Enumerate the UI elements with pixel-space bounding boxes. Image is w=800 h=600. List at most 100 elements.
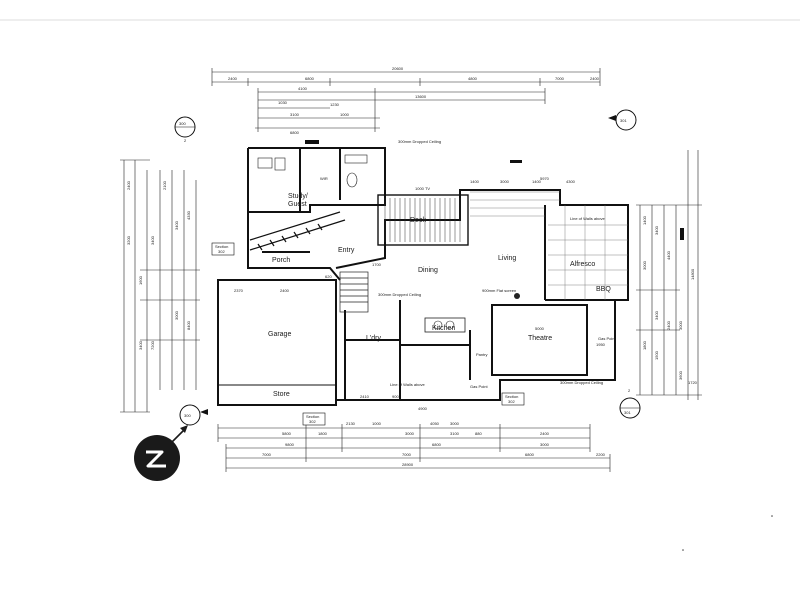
dim-left-g: 2100 — [162, 180, 167, 190]
dim-garage-label: 2370 — [234, 288, 244, 293]
kitchen-island — [424, 317, 466, 333]
note-tv: 1000 TV — [415, 186, 430, 191]
dim-right-a: 1400 — [642, 215, 647, 225]
dim-stair-620: 620 — [325, 274, 332, 279]
wardrobe-block — [305, 140, 319, 144]
dim-top-2d: 7000 — [555, 76, 565, 81]
dim-left-f: 7200 — [150, 340, 155, 350]
dim-right-d: 3400 — [654, 310, 659, 320]
dim-right-g: 3400 — [654, 225, 659, 235]
scan-speck — [682, 549, 684, 551]
note-flat-screen: 900mm Flat screen — [482, 288, 516, 293]
bathroom-fixtures — [257, 154, 368, 188]
section-tag-left: Section 302 — [211, 242, 235, 256]
note-theatre-dropped: 300mm Dropped Ceiling — [560, 380, 603, 385]
dim-1950: 1950 — [596, 342, 606, 347]
dim-right-k: 3600 — [678, 370, 683, 380]
room-entry: Entry — [338, 247, 355, 254]
marker-tl-sheet: 2 — [184, 138, 187, 143]
section-tag-right: Section 302 — [501, 392, 525, 406]
scan-speck — [771, 515, 773, 517]
marker-br-sheet: 2 — [628, 388, 631, 393]
dim-left-c: 1600 — [138, 275, 143, 285]
dim-right-f: 14800 — [690, 268, 695, 280]
dim-top-3a: 4100 — [298, 86, 308, 91]
dim-bottom-1f: 2400 — [540, 431, 550, 436]
room-wir: WIR — [320, 176, 328, 181]
room-store: Store — [273, 391, 290, 398]
dim-garage-gap: 2410 — [360, 394, 370, 399]
dim-garage-width: 2400 — [280, 288, 290, 293]
room-guest: Guest — [288, 201, 307, 208]
room-theatre: Theatre — [528, 335, 552, 342]
dim-top-2e: 2400 — [590, 76, 600, 81]
dim-bottom-2b: 1000 — [372, 421, 382, 426]
dim-top-5b: 1000 — [340, 112, 350, 117]
dim-stair-1700: 1700 — [372, 262, 382, 267]
dim-bottom-4b: 7000 — [402, 452, 412, 457]
note-line-walls-bottom: Line of Walls above — [390, 382, 426, 387]
dim-5970: 5970 — [540, 176, 550, 181]
dim-bottom-4c: 6800 — [525, 452, 535, 457]
dim-bottom-4a: 7000 — [262, 452, 272, 457]
section-marker-top-right: 301 — [608, 109, 637, 131]
left-dim-labels: 2400 3200 1600 3400 3400 7200 2100 3400 … — [126, 180, 191, 350]
dim-bottom-1c: 3000 — [405, 431, 415, 436]
dim-bottom-1b: 1800 — [318, 431, 328, 436]
section-left-label: Section — [215, 244, 228, 249]
note-dropped-top: 300mm Dropped Ceiling — [398, 139, 441, 144]
dim-1720: 1720 — [688, 380, 698, 385]
section-right-sheet: 302 — [508, 399, 515, 404]
dim-top-2a: 2400 — [228, 76, 238, 81]
dim-left-i: 4330 — [186, 210, 191, 220]
deck-hatch — [384, 198, 461, 242]
section-marker-top-left: 300 2 — [174, 116, 196, 143]
tv-icon — [514, 293, 520, 299]
dim-top-overall: 20600 — [392, 66, 404, 71]
room-kitchen: Kitchen — [432, 325, 455, 332]
section-tag-bottom: Section 302 — [302, 412, 326, 426]
paving-grid — [470, 191, 628, 300]
column-block — [680, 228, 684, 240]
dim-bottom-1d: 3100 — [450, 431, 460, 436]
note-dropped-dining: 300mm Dropped Ceiling — [378, 292, 421, 297]
dim-top-4a: 1030 — [278, 100, 288, 105]
dim-right-c: 4400 — [666, 250, 671, 260]
dim-right-h: 2400 — [666, 320, 671, 330]
room-porch: Porch — [272, 257, 290, 264]
dim-top-5a: 3100 — [290, 112, 300, 117]
top-dimensions — [211, 68, 601, 132]
dim-bottom-4d: 2200 — [596, 452, 606, 457]
section-marker-bottom-left: 300 — [179, 404, 208, 426]
dim-bottom-2c: 4050 — [430, 421, 440, 426]
walls — [217, 147, 629, 406]
room-study: Study/ — [288, 193, 308, 200]
dim-gap-900: 900 — [392, 394, 399, 399]
note-line-walls: Line of Walls above — [570, 216, 606, 221]
bottom-dimensions — [217, 424, 611, 472]
dim-bottom-2a: 2130 — [346, 421, 356, 426]
dim-top-3b: 13600 — [415, 94, 427, 99]
left-dimensions — [120, 159, 200, 413]
marker-tr-num: 301 — [620, 118, 627, 123]
dim-bottom-1e: 880 — [475, 431, 482, 436]
dim-top-4b: 1230 — [330, 102, 340, 107]
sink-icon — [433, 320, 443, 330]
section-bottom-label: Section — [306, 414, 319, 419]
dim-kitchen: 4900 — [418, 406, 428, 411]
dim-top-2c: 4800 — [468, 76, 478, 81]
internal-stair — [339, 271, 369, 313]
dim-left-d: 3400 — [150, 235, 155, 245]
dim-bottom-3b: 6800 — [432, 442, 442, 447]
dim-deck-c: 1400 — [532, 179, 542, 184]
right-dimensions — [636, 150, 702, 400]
dim-deck-b: 3000 — [500, 179, 510, 184]
dim-left-b: 3200 — [126, 235, 131, 245]
dim-theatre-width: 5000 — [535, 326, 545, 331]
dim-bottom-1a: 5800 — [282, 431, 292, 436]
room-dining: Dining — [418, 267, 438, 274]
dim-left-j: 3000 — [174, 310, 179, 320]
dim-top-2b: 6800 — [305, 76, 315, 81]
dim-deck-a: 1400 — [470, 179, 480, 184]
